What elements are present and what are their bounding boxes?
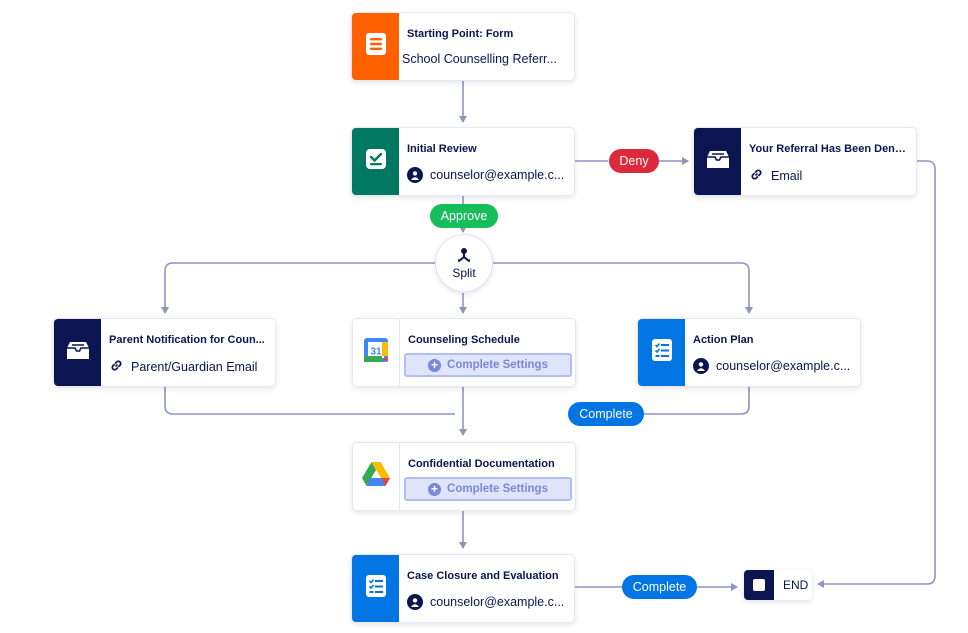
deny-branch-label[interactable]: Deny: [609, 149, 659, 173]
connector-split-left: [161, 262, 435, 314]
node-title: Confidential Documentation: [408, 458, 555, 470]
node-subtitle: School Counselling Referr...: [402, 52, 557, 66]
end-label: END: [783, 578, 809, 592]
stop-icon: [744, 570, 774, 600]
node-icon-box: [353, 443, 400, 510]
node-title: Counseling Schedule: [408, 334, 520, 346]
email-icon: [66, 340, 90, 365]
approval-icon: [365, 148, 387, 175]
assignee: counselor@example.c...: [407, 167, 566, 183]
email-recipient-label: Parent/Guardian Email: [131, 360, 258, 374]
plus-icon: +: [428, 358, 442, 372]
node-icon-box: 31: [353, 319, 400, 386]
email-recipient: Email: [749, 167, 908, 185]
complete-end-label[interactable]: Complete: [622, 575, 697, 599]
link-icon: [109, 358, 124, 376]
connector-denied-to-end: [817, 160, 936, 588]
assignee: counselor@example.c...: [407, 594, 566, 610]
email-icon: [706, 149, 730, 174]
user-icon: [407, 594, 423, 610]
form-icon: [365, 33, 386, 60]
svg-text:31: 31: [370, 347, 382, 358]
node-icon-box: [352, 13, 399, 80]
split-node[interactable]: Split: [435, 234, 493, 292]
email-recipient-label: Email: [771, 169, 803, 183]
plus-icon: +: [428, 482, 442, 496]
link-icon: [749, 167, 764, 185]
node-confidential-documentation[interactable]: Confidential Documentation + Complete Se…: [352, 442, 576, 511]
node-initial-review[interactable]: Initial Review counselor@example.c...: [351, 127, 575, 196]
email-recipient: Parent/Guardian Email: [109, 358, 267, 376]
task-list-icon: [651, 339, 672, 366]
node-title: Initial Review: [407, 143, 477, 155]
node-action-plan[interactable]: Action Plan counselor@example.c...: [637, 318, 861, 387]
complete-settings-label: Complete Settings: [447, 483, 548, 495]
node-case-closure[interactable]: Case Closure and Evaluation counselor@ex…: [351, 554, 575, 623]
split-label: Split: [452, 265, 476, 280]
connector-merge-left: [164, 387, 455, 415]
complete-settings-button[interactable]: + Complete Settings: [404, 477, 572, 501]
assignee: counselor@example.c...: [693, 358, 852, 374]
node-referral-denied-email[interactable]: Your Referral Has Been Denied. Email: [693, 127, 917, 196]
node-icon-box: [352, 555, 399, 622]
node-icon-box: [54, 319, 101, 386]
user-icon: [407, 167, 423, 183]
assignee-email: counselor@example.c...: [716, 359, 851, 373]
node-icon-box: [352, 128, 399, 195]
approve-branch-label[interactable]: Approve: [430, 204, 498, 228]
node-counseling-schedule[interactable]: 31 Counseling Schedule + Complete Settin…: [352, 318, 576, 387]
end-node[interactable]: END: [744, 570, 812, 600]
google-drive-icon: [362, 462, 390, 491]
complete-settings-label: Complete Settings: [447, 359, 548, 371]
connector-merge-right: [644, 387, 750, 415]
connector-split-right: [493, 262, 753, 314]
assignee-email: counselor@example.c...: [430, 595, 565, 609]
assignee-email: counselor@example.c...: [430, 168, 565, 182]
node-title: Parent Notification for Coun...: [109, 334, 265, 346]
node-starting-point-form[interactable]: Starting Point: Form School Counselling …: [351, 12, 575, 81]
complete-merge-label[interactable]: Complete: [568, 402, 644, 426]
complete-settings-button[interactable]: + Complete Settings: [404, 353, 572, 377]
split-icon: [456, 247, 472, 263]
node-parent-notification[interactable]: Parent Notification for Coun... Parent/G…: [53, 318, 276, 387]
user-icon: [693, 358, 709, 374]
task-list-icon: [365, 575, 386, 602]
node-title: Your Referral Has Been Denied.: [749, 143, 908, 155]
node-title: Starting Point: Form: [407, 28, 514, 40]
node-title: Action Plan: [693, 334, 754, 346]
node-title: Case Closure and Evaluation: [407, 570, 559, 582]
node-icon-box: [638, 319, 685, 386]
google-calendar-icon: 31: [364, 338, 388, 367]
node-icon-box: [694, 128, 741, 195]
